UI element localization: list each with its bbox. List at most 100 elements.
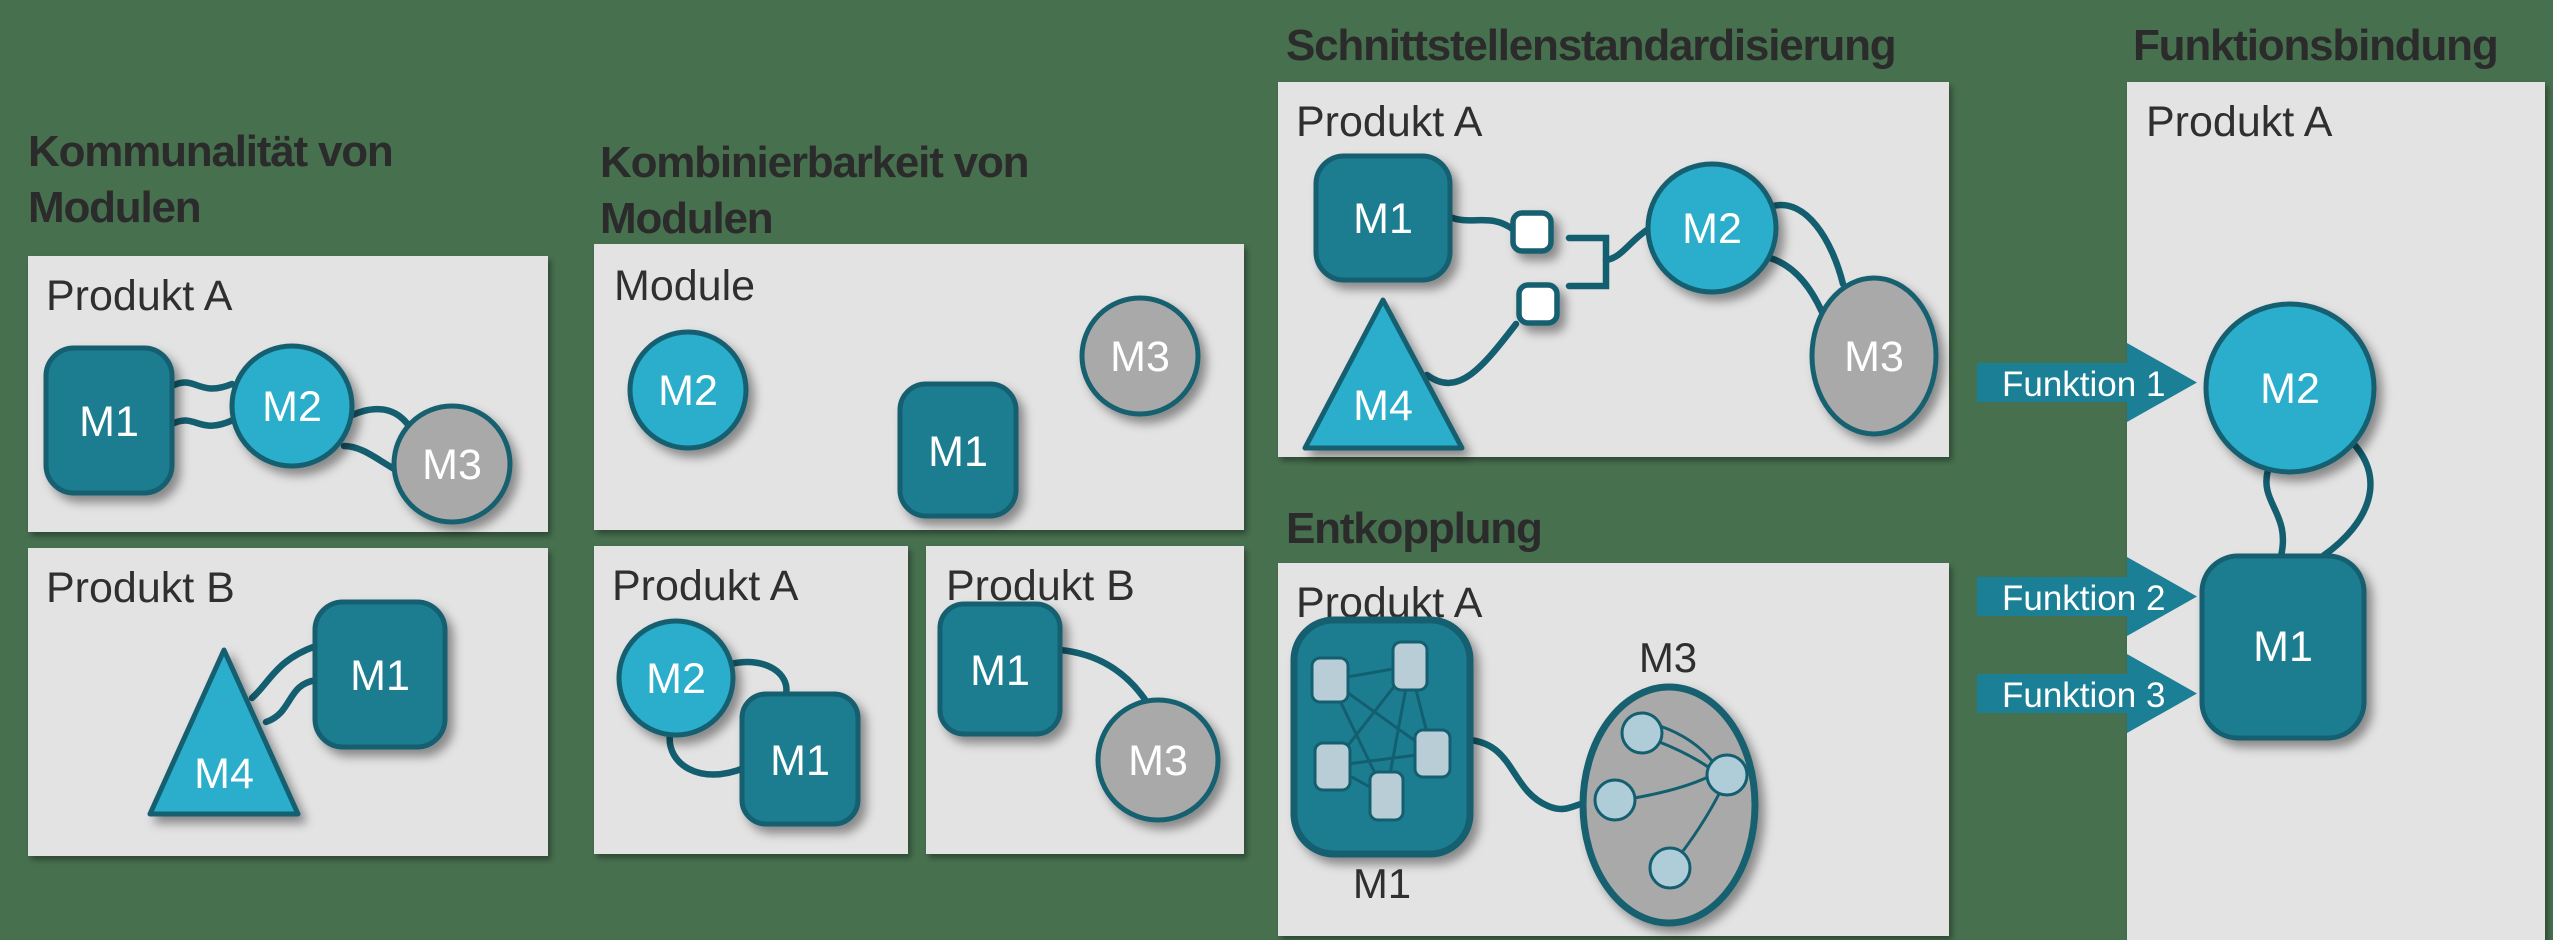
interface-socket (1516, 282, 1560, 326)
module-label: M4 (1353, 382, 1413, 430)
module-m1-box (937, 601, 1063, 737)
panel-produkt-a: Produkt A M2 M1 (2127, 82, 2545, 940)
connector-m1-m3 (1056, 646, 1152, 708)
section-title-line: Kommunalität von (28, 127, 393, 176)
module-m2-circle (229, 343, 355, 469)
panel-label: Produkt A (1296, 98, 1483, 146)
module-m2-circle (1645, 161, 1779, 295)
section-kommunalitaet: Kommunalität von Modulen Produkt A M1 M2… (28, 127, 548, 856)
network-node (1620, 711, 1664, 755)
panel-produkt-a: Produkt A M2 M1 (594, 546, 908, 854)
section-title-line: Kombinierbarkeit von (600, 138, 1028, 187)
section-entkopplung: Entkopplung Produkt A M1 (1278, 504, 1949, 936)
module-m3-circle (1079, 295, 1201, 417)
module-m2-circle (616, 618, 736, 738)
connector-m4-socket (1423, 320, 1520, 387)
connector-m1-m3 (1466, 736, 1588, 813)
connector-m2-m3-upper (346, 406, 413, 430)
funktion-arrow-label: Funktion 2 (2002, 579, 2165, 618)
funktion-arrow-label: Funktion 3 (2002, 676, 2165, 715)
module-label: M3 (1128, 737, 1188, 785)
section-funktionsbindung: Funktionsbindung Produkt A M2 M1 Funktio… (1977, 21, 2545, 940)
panel-produkt-b: Produkt B M1 M3 (926, 546, 1244, 854)
module-label: M1 (970, 647, 1030, 695)
network-node (1413, 728, 1452, 779)
m1-internal-network (1310, 640, 1452, 822)
network-node (1391, 640, 1429, 692)
funktion-3-arrow (1977, 654, 2197, 733)
section-title-line: Modulen (28, 183, 200, 232)
module-m3-circle (1809, 275, 1939, 437)
module-label: M4 (194, 750, 254, 798)
connector-m1-m2-upper (168, 379, 236, 392)
module-sub-label: M1 (1353, 860, 1411, 907)
module-label: M3 (1110, 333, 1170, 381)
network-node (1705, 753, 1749, 797)
module-m3-circle (1095, 697, 1221, 823)
panel-label: Produkt A (2146, 98, 2333, 146)
module-label: M1 (2253, 623, 2313, 671)
panel-label: Produkt B (46, 564, 235, 612)
module-label: M3 (422, 441, 482, 489)
section-title-line: Modulen (600, 194, 772, 243)
panel-module: Module M2 M1 M3 (594, 244, 1244, 530)
m3-internal-network (1593, 711, 1749, 890)
connector-m1-socket (1446, 213, 1518, 234)
connector-m2-m1-left (2263, 466, 2287, 560)
module-m2-circle (627, 329, 749, 451)
connector-m1-m2-lower (168, 416, 237, 429)
network-edge (1681, 789, 1723, 852)
product-panel (2127, 82, 2545, 940)
panel-label: Module (614, 262, 755, 310)
network-node (1368, 770, 1405, 822)
panel-label: Produkt A (46, 272, 233, 320)
network-node (1310, 656, 1350, 704)
module-m1-box (2199, 553, 2367, 741)
connector-bracket-m2 (1602, 224, 1654, 264)
section-title-line: Schnittstellenstandardisierung (1286, 21, 1895, 70)
function-arrows: Funktion 1 Funktion 2 Funktion 3 (1977, 343, 2197, 733)
network-edge (1659, 724, 1715, 763)
module-label: M1 (770, 737, 830, 785)
connector-m2-m1-upper (727, 658, 790, 698)
panel-produkt-b: Produkt B M4 M1 (28, 548, 548, 856)
module-label: M2 (2260, 365, 2320, 413)
network-edge (1633, 775, 1709, 800)
connector-m2-m3-lower (1766, 254, 1826, 316)
module-m4-triangle (147, 647, 301, 817)
funktion-1-arrow (1977, 343, 2197, 422)
module-label: M1 (928, 428, 988, 476)
section-title-line: Funktionsbindung (2133, 21, 2498, 70)
module-label: M3 (1844, 333, 1904, 381)
panel-label: Produkt A (612, 562, 799, 610)
module-m1-box (739, 691, 861, 827)
connector-m2-m3-lower (340, 442, 400, 474)
section-schnittstellenstandardisierung: Schnittstellenstandardisierung Produkt A… (1278, 21, 1949, 457)
interface-socket (1510, 210, 1554, 254)
connector-m4-m1-upper (248, 642, 320, 702)
module-label: M1 (79, 398, 139, 446)
funktion-arrow-label: Funktion 1 (2002, 365, 2165, 404)
network-node (1648, 846, 1692, 890)
funktion-2-arrow (1977, 557, 2197, 636)
panel-produkt-a: Produkt A M1 M4 M2 M3 (1278, 82, 1949, 457)
panel-produkt-a: Produkt A M1 (1278, 563, 1949, 936)
module-sub-label: M3 (1639, 634, 1697, 681)
connector-m4-m1-lower (262, 676, 321, 726)
section-title-line: Entkopplung (1286, 504, 1542, 553)
module-m1-box (312, 599, 448, 750)
module-label: M2 (262, 383, 322, 431)
module-label: M2 (658, 367, 718, 415)
network-node (1593, 778, 1637, 822)
module-m1-box (897, 381, 1019, 519)
module-label: M2 (1682, 205, 1742, 253)
module-label: M1 (350, 652, 410, 700)
module-m3-circle (391, 403, 513, 525)
section-kombinierbarkeit: Kombinierbarkeit von Modulen Module M2 M… (594, 138, 1244, 854)
module-m1-box (43, 345, 175, 496)
module-m2-circle (2203, 301, 2377, 475)
panel-produkt-a: Produkt A M1 M2 M3 (28, 256, 548, 532)
network-node (1313, 741, 1352, 792)
